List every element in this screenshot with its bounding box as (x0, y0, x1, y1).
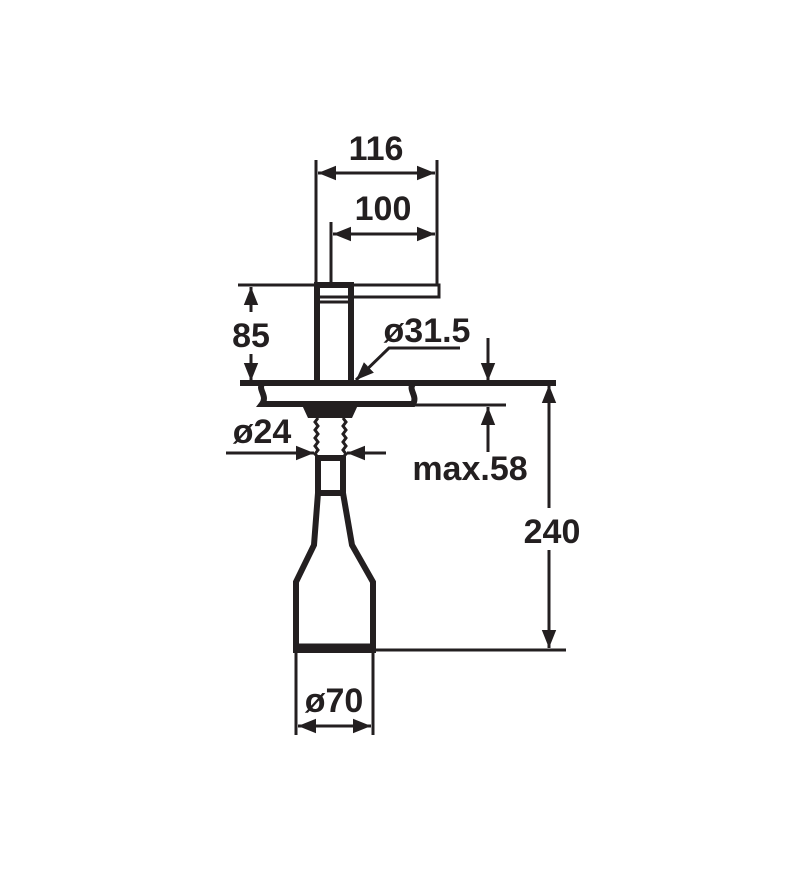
dimension-label: 240 (524, 513, 581, 551)
mounting-nut (302, 405, 358, 418)
dimension-bottle-diameter: ø70 (294, 650, 375, 735)
countertop-section (240, 380, 556, 407)
dimension-label: 116 (349, 130, 404, 168)
dimension-label: 100 (355, 190, 412, 228)
dimension-label: ø24 (233, 413, 292, 451)
threaded-shank (302, 405, 358, 496)
soap-bottle (293, 492, 376, 653)
dimension-body-diameter: ø31.5 (354, 312, 471, 382)
dimension-240: 240 (373, 385, 588, 652)
dimension-thread-diameter: ø24 (226, 413, 386, 461)
dimension-label: 85 (232, 317, 270, 355)
dimension-116: 116 (314, 130, 439, 285)
dimension-label: ø70 (305, 682, 364, 720)
dimension-100: 100 (329, 190, 435, 285)
dimension-label: ø31.5 (384, 312, 471, 350)
dimension-85: 85 (228, 283, 316, 381)
pump-lever (349, 283, 441, 299)
dimension-max-58: max.58 (412, 338, 528, 488)
dimension-label: max.58 (412, 450, 527, 488)
